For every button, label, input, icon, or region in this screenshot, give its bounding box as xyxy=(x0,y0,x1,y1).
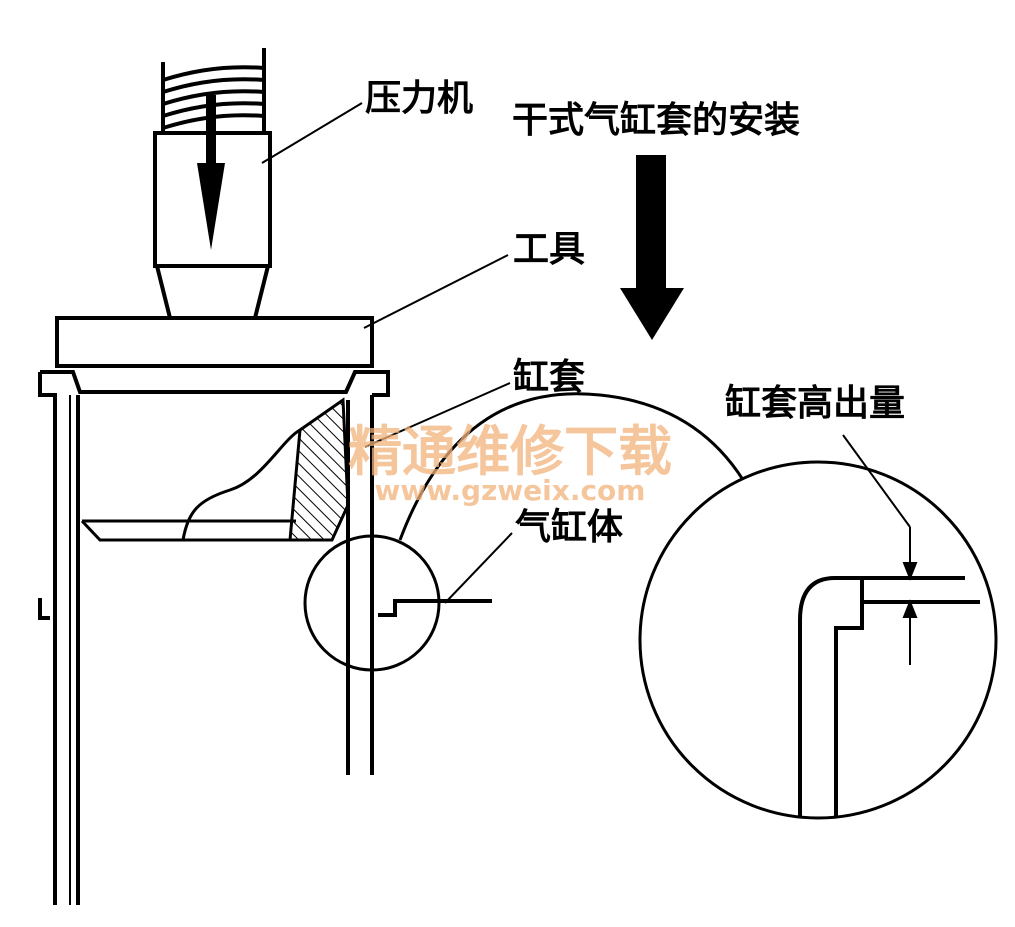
detail-circle-small xyxy=(303,534,441,672)
detail-connector-arc xyxy=(398,392,750,541)
cylinder-liner xyxy=(38,370,390,905)
label-block: 气缸体 xyxy=(515,506,623,548)
protrusion-dimension-arrows xyxy=(902,527,918,665)
liner-wall-hatched xyxy=(288,397,350,542)
installation-direction-arrow-icon xyxy=(620,155,684,340)
detail-circle-large xyxy=(638,460,998,820)
cylinder-block-edge xyxy=(38,598,492,620)
press-force-arrow-icon xyxy=(197,95,225,250)
tool-plate xyxy=(55,316,374,368)
watermark-url: www.gzweix.com xyxy=(375,474,646,507)
label-title: 干式气缸套的安装 xyxy=(512,99,800,141)
label-tool: 工具 xyxy=(513,229,585,270)
label-liner: 缸套 xyxy=(513,356,585,398)
leader-lines xyxy=(261,102,911,604)
watermark-title: 精通维修下载 xyxy=(348,420,672,483)
label-press: 压力机 xyxy=(365,78,473,119)
liner-body-section xyxy=(80,428,301,542)
label-protrusion: 缸套高出量 xyxy=(725,382,905,424)
